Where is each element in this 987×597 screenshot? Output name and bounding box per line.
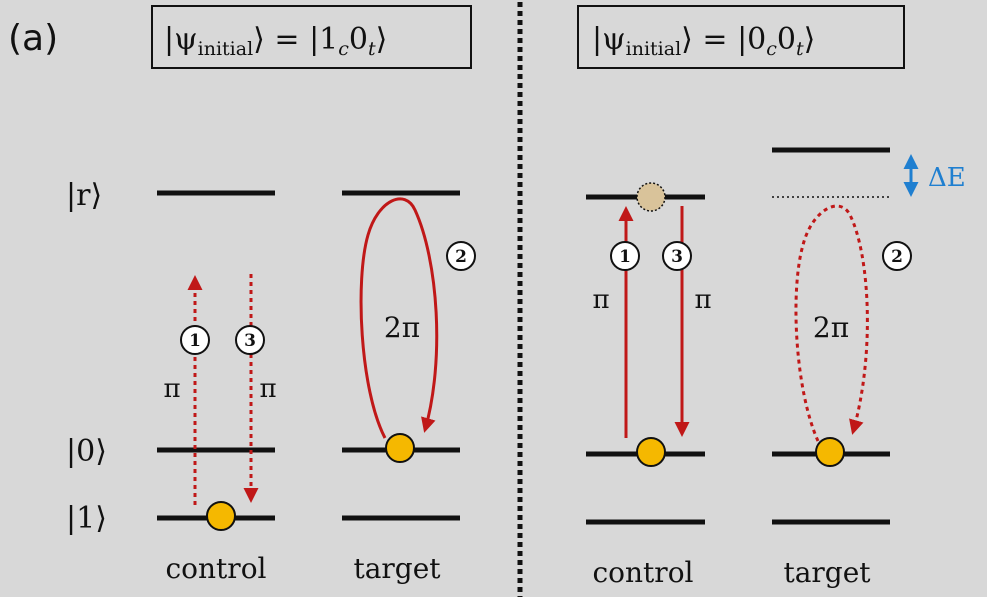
left-step-badge-2 <box>446 241 476 271</box>
right-panel: |ψinitial⟩ = |0c0t⟩ 1 3 π π ΔE 2π 2 <box>577 5 966 589</box>
left-step-label-2: 2 <box>455 247 467 267</box>
left-control-atom <box>206 501 236 531</box>
left-panel: |ψinitial⟩ = |1c0t⟩ |r⟩ |0⟩ |1⟩ 1 3 π π … <box>66 5 476 585</box>
right-pulse-label-up: π <box>592 285 609 315</box>
right-2pi-label: 2π <box>813 311 849 344</box>
level-label-1: |1⟩ <box>66 501 107 536</box>
right-target-atom <box>815 437 845 467</box>
right-2pi-loop-arrow <box>794 204 869 442</box>
left-step-label-3: 3 <box>244 331 256 351</box>
right-step-badge-1 <box>610 241 640 271</box>
left-state-box <box>151 5 472 69</box>
blockade-shift-label: ΔE <box>928 163 966 193</box>
level-label-0: |0⟩ <box>66 434 107 469</box>
right-state-label: |ψinitial⟩ = |0c0t⟩ <box>592 22 815 60</box>
panel-label: (a) <box>8 18 58 59</box>
left-step-badge-3 <box>235 325 265 355</box>
right-step-label-2: 2 <box>891 247 903 267</box>
right-control-label: control <box>592 556 693 589</box>
left-pulse-label-down: π <box>259 374 276 404</box>
right-step-label-1: 1 <box>619 247 631 267</box>
left-state-label: |ψinitial⟩ = |1c0t⟩ <box>164 22 387 60</box>
left-2pi-label: 2π <box>384 311 420 344</box>
right-step-badge-3 <box>662 241 692 271</box>
right-control-atom <box>636 437 666 467</box>
left-2pi-loop-arrow <box>359 197 439 439</box>
right-step-label-3: 3 <box>671 247 683 267</box>
left-target-atom <box>385 433 415 463</box>
left-pulse-label-up: π <box>163 374 180 404</box>
left-control-label: control <box>165 552 266 585</box>
left-step-label-1: 1 <box>189 331 201 351</box>
right-state-box <box>577 5 905 69</box>
left-target-label: target <box>353 552 441 585</box>
right-pulse-label-down: π <box>694 285 711 315</box>
right-target-label: target <box>783 556 871 589</box>
level-label-r: |r⟩ <box>66 178 102 213</box>
left-step-badge-1 <box>180 325 210 355</box>
right-control-rydberg-atom <box>636 182 666 212</box>
right-step-badge-2 <box>882 241 912 271</box>
